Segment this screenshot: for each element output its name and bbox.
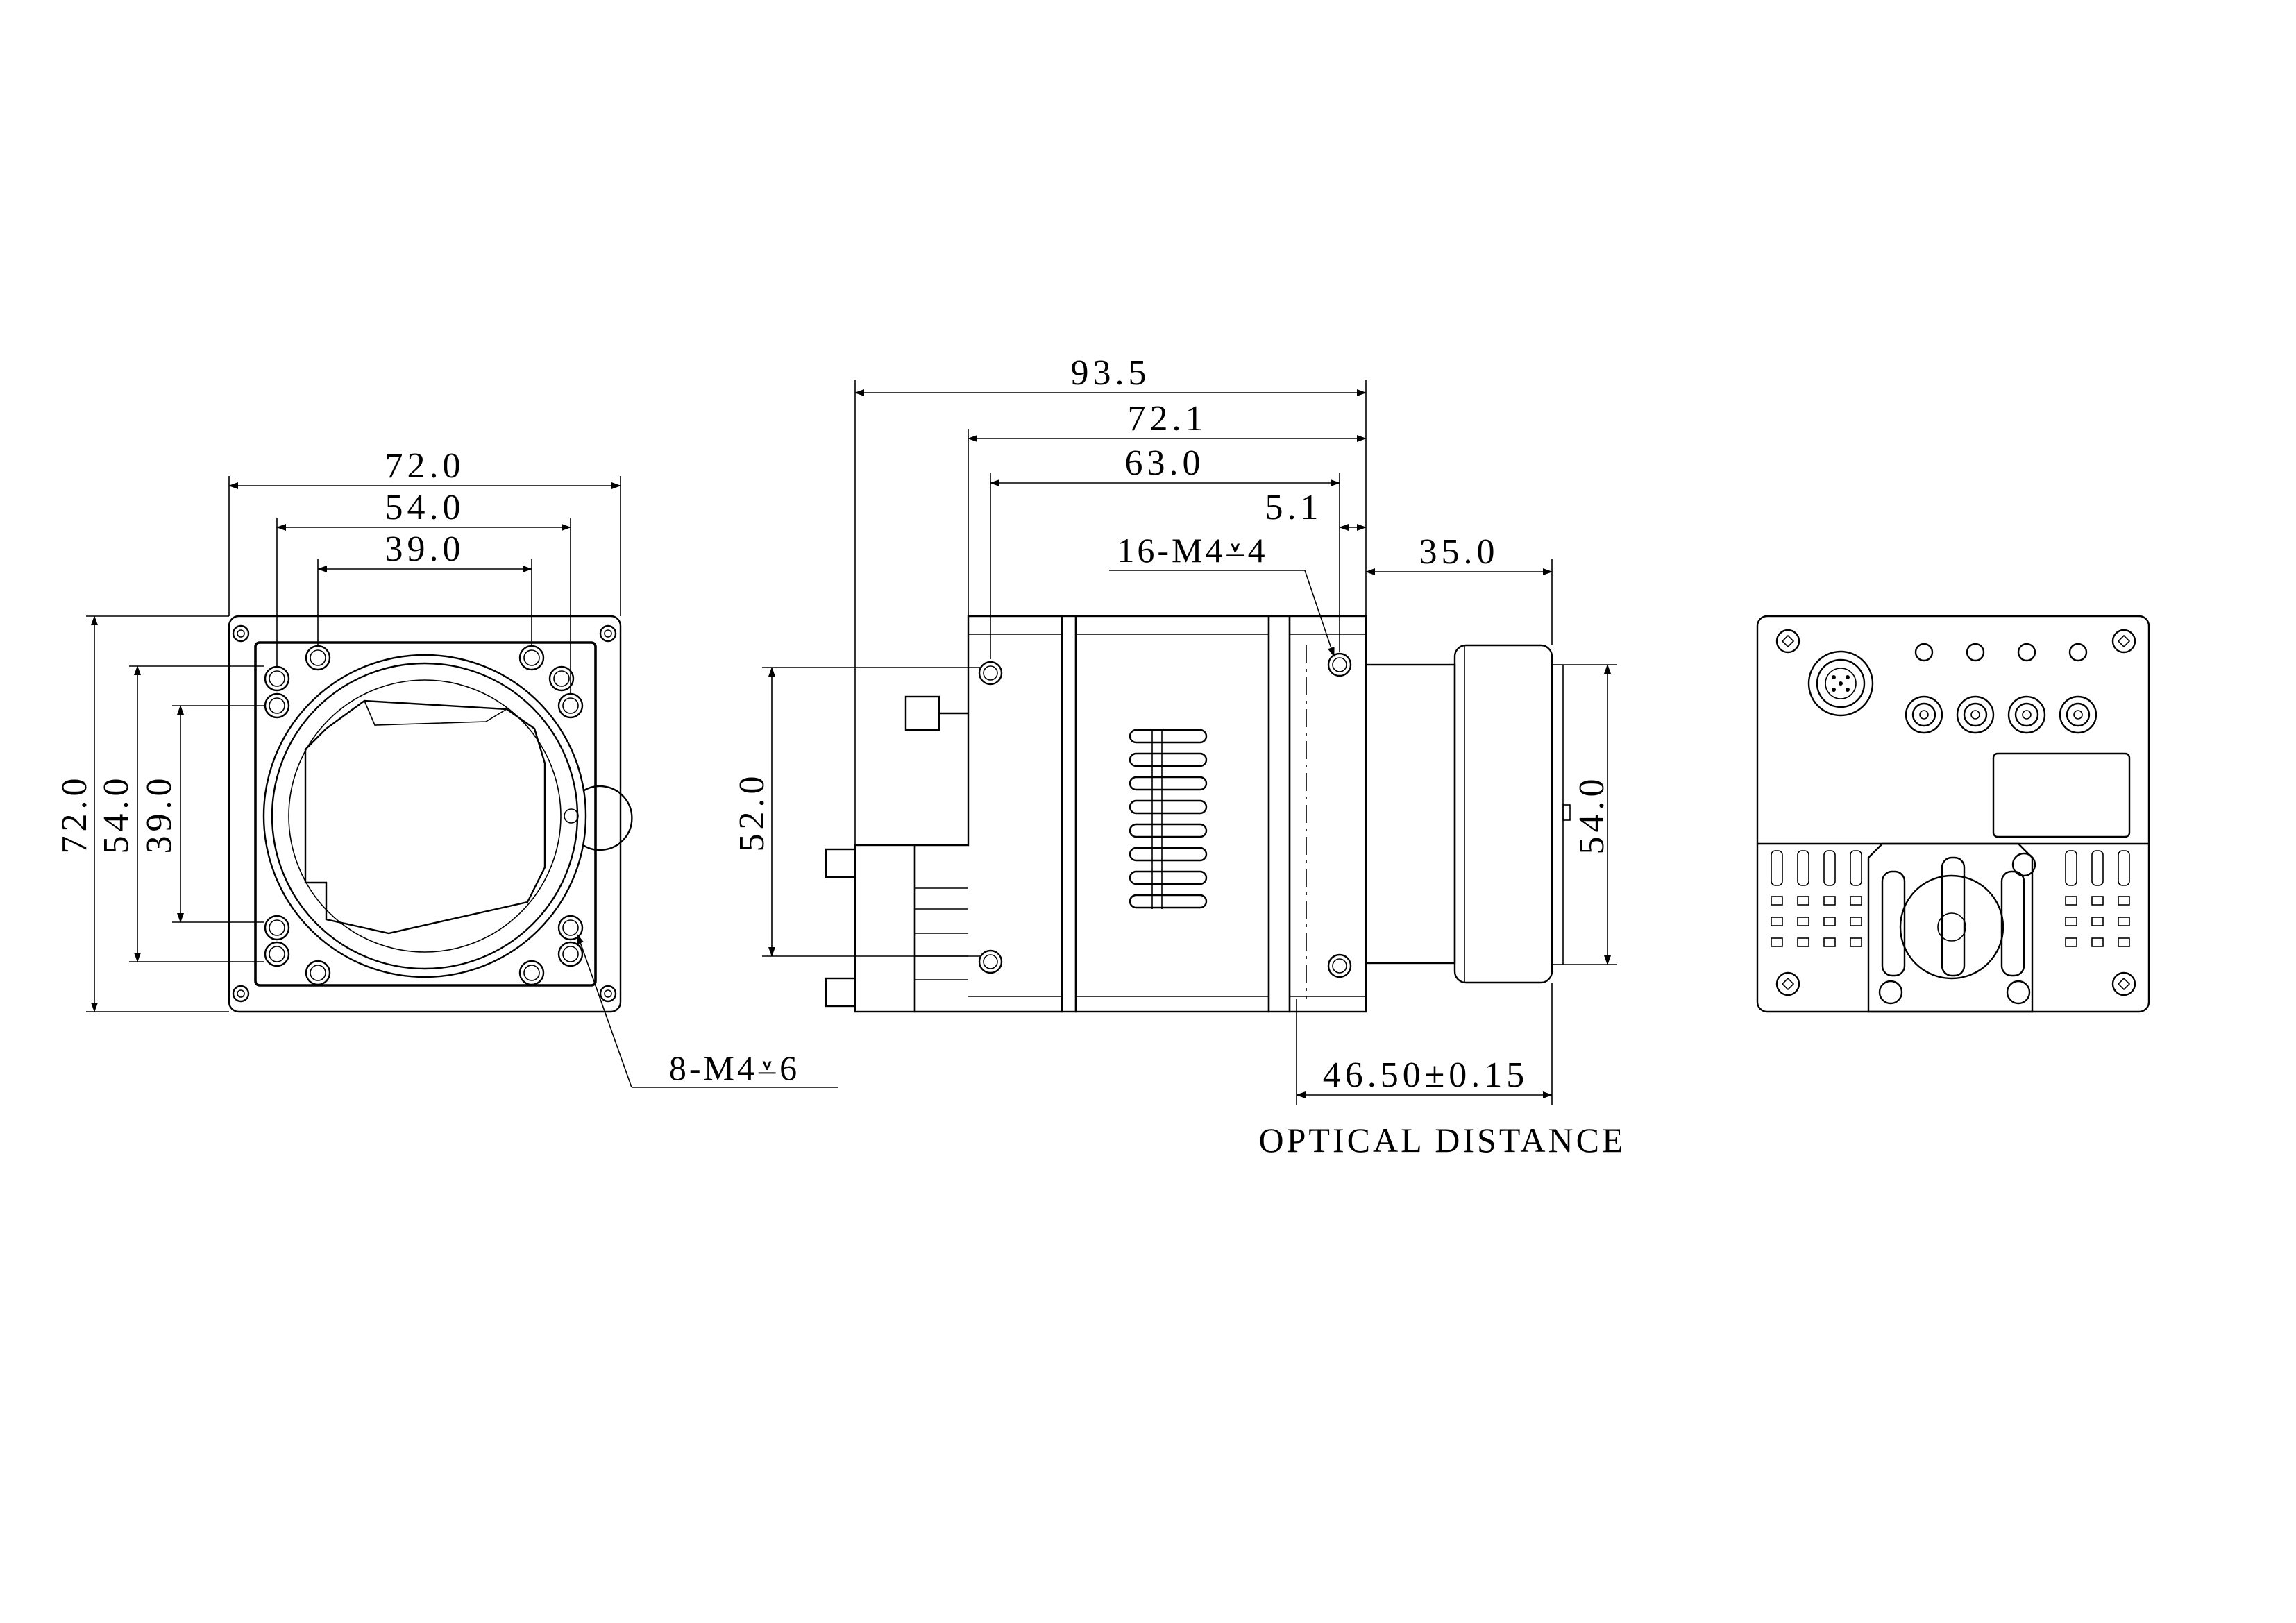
dim-front-height-outer: 72.0 [55, 615, 229, 1012]
rear-power-connector-icon [1807, 650, 1874, 717]
side-thread-callout: 16-M4⩡4 [1109, 531, 1335, 657]
side-rear-heatsink [854, 844, 916, 1013]
dim-side-mount-length: 35.0 [1365, 532, 1553, 645]
dim-text: 39.0 [385, 529, 465, 569]
side-connector-icon [825, 848, 856, 878]
rear-coax-port-icons [1905, 695, 2097, 734]
side-rear-plate [913, 615, 1063, 1013]
dim-text: 39.0 [140, 774, 179, 854]
dim-side-hole-height: 52.0 [732, 667, 980, 957]
dim-text: 54.0 [385, 488, 465, 527]
side-front-flange [1267, 615, 1291, 1013]
dim-front-height-mid: 54.0 [96, 665, 264, 962]
dim-text: 46.50±0.15 [1323, 1055, 1529, 1095]
side-connector-icon [825, 977, 856, 1008]
dim-text: 52.0 [732, 772, 772, 852]
callout-text: 8-M4⩡6 [669, 1048, 800, 1087]
dim-text: 54.0 [1572, 775, 1612, 855]
front-lens-mount [262, 654, 633, 978]
dim-text: 72.0 [385, 446, 465, 486]
rear-plate [1756, 615, 2150, 1013]
side-port-icon [904, 695, 940, 731]
dim-text: 54.0 [96, 774, 136, 854]
dim-front-height-inner: 39.0 [140, 705, 264, 923]
dim-text: 72.0 [55, 774, 94, 854]
rear-label-panel [1992, 752, 2131, 838]
dim-side-length-holes: 63.0 [990, 443, 1340, 659]
rear-led-icons [1914, 643, 2088, 662]
corner-screw-icons [232, 624, 617, 1003]
dim-side-flange-offset: 5.1 [1265, 488, 1367, 531]
rear-view [1756, 615, 2150, 1013]
rear-heatsink-fins [1757, 842, 2149, 947]
front-view: 72.0 54.0 39.0 72.0 54.0 [55, 446, 838, 1088]
optical-distance-label: OPTICAL DISTANCE [1259, 1121, 1626, 1159]
front-inner-frame [254, 641, 597, 987]
front-mount-holes [264, 645, 584, 986]
rear-screw-icons [1775, 629, 2136, 996]
side-view: 93.5 72.1 63.0 5.1 16-M4⩡4 [732, 353, 1626, 1159]
dim-front-width-mid: 54.0 [276, 488, 571, 694]
dim-side-mount-height: 54.0 [1563, 664, 1617, 965]
dim-text: 35.0 [1419, 532, 1499, 572]
side-front-holes [1327, 652, 1352, 978]
side-lens-mount [1453, 644, 1553, 984]
dim-front-width-inner: 39.0 [317, 529, 532, 645]
dim-text: 72.1 [1128, 399, 1208, 439]
dim-text: 63.0 [1125, 443, 1205, 483]
dim-text: 93.5 [1071, 353, 1151, 393]
dim-side-optical-distance: 46.50±0.15 OPTICAL DISTANCE [1259, 983, 1626, 1159]
side-rear-holes [978, 661, 1003, 974]
front-outer-plate [228, 615, 622, 1013]
front-thread-callout: 8-M4⩡6 [577, 934, 838, 1088]
dim-side-length-body: 72.1 [968, 399, 1367, 616]
side-mount-neck [1365, 663, 1456, 965]
rear-fan-icon [1867, 842, 2036, 1013]
dim-text: 5.1 [1265, 488, 1323, 527]
dim-front-width-outer: 72.0 [228, 446, 621, 616]
side-vent-slots [1129, 729, 1208, 909]
dim-side-length-total: 93.5 [854, 353, 1367, 845]
callout-text: 16-M4⩡4 [1117, 531, 1267, 570]
